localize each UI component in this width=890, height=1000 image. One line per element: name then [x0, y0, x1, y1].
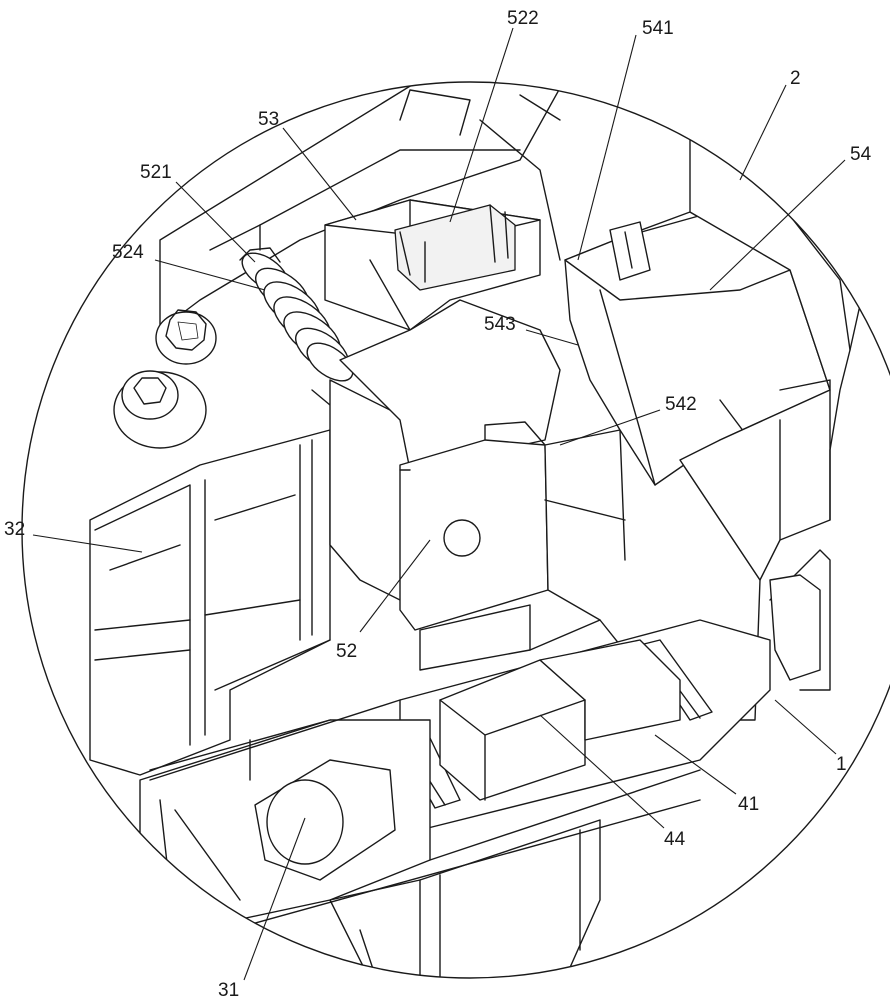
- base-ribs: [149, 699, 401, 781]
- label-53: 53: [258, 109, 279, 130]
- label-32: 32: [4, 519, 25, 540]
- label-541: 541: [642, 18, 674, 39]
- label-41: 41: [738, 794, 759, 815]
- reference-labels: 522 541 2 53 54 521 524 543 542 32 52 1 …: [4, 8, 872, 1000]
- lever-54: [564, 209, 831, 486]
- spring-524: [239, 247, 354, 406]
- label-2: 2: [790, 68, 801, 89]
- screw-lower: [113, 370, 207, 449]
- label-1: 1: [836, 754, 847, 775]
- label-31: 31: [218, 980, 239, 1000]
- label-524: 524: [112, 242, 144, 263]
- label-543: 543: [484, 314, 516, 335]
- label-542: 542: [665, 394, 697, 415]
- base-31: [139, 719, 701, 978]
- label-52: 52: [336, 641, 357, 662]
- label-521: 521: [140, 162, 172, 183]
- detail-view: [89, 82, 871, 978]
- slider-52: [329, 299, 561, 631]
- housing-32: [89, 429, 331, 776]
- label-44: 44: [664, 829, 686, 850]
- slider-44: [439, 639, 681, 801]
- label-54: 54: [850, 144, 872, 165]
- leader-lines: [32, 27, 846, 981]
- insert-522: [394, 204, 516, 291]
- label-522: 522: [507, 8, 539, 29]
- screw-upper: [155, 309, 217, 365]
- detail-circle: [21, 81, 890, 979]
